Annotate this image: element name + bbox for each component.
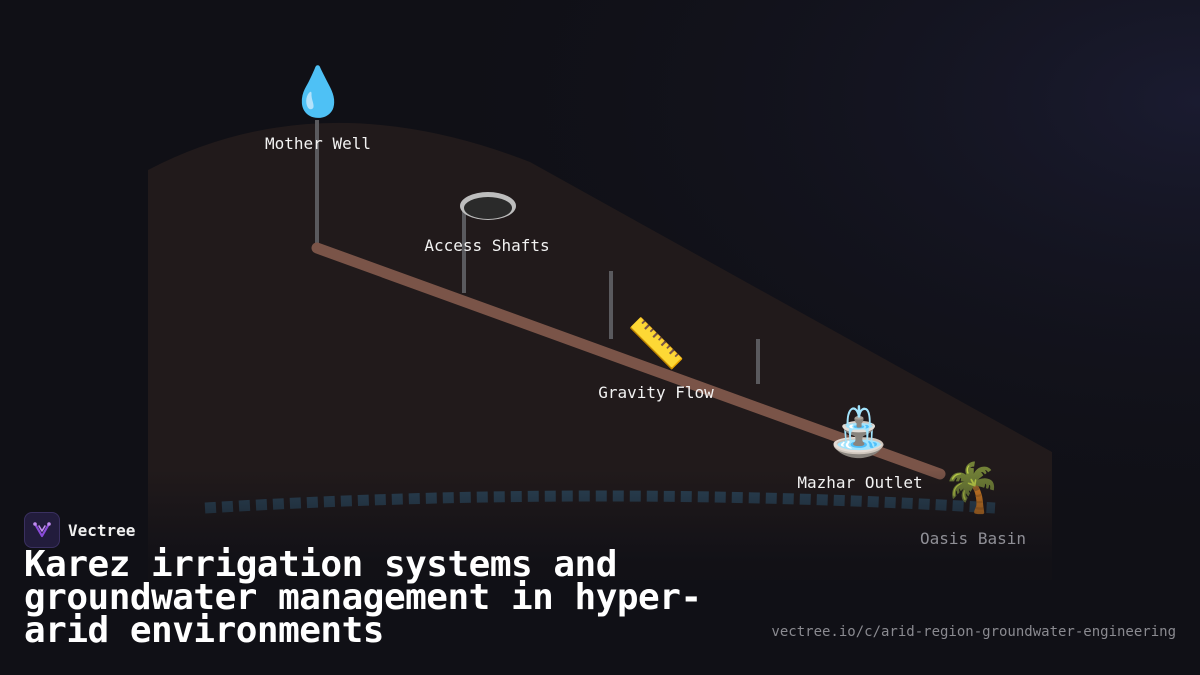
manhole-shaft-icon — [460, 192, 516, 220]
bottom-fade — [0, 470, 1200, 675]
fountain-icon: ⛲ — [829, 404, 889, 460]
stage-label-oasis-basin: Oasis Basin — [920, 529, 1026, 548]
stage-label-gravity-flow: Gravity Flow — [598, 383, 714, 402]
qanat-channel — [311, 242, 946, 480]
brand[interactable]: Vectree — [24, 512, 135, 548]
stage-label-mother-well: Mother Well — [265, 134, 371, 153]
vectree-logo-icon — [24, 512, 60, 548]
brand-name: Vectree — [68, 520, 136, 540]
page-title: Karez irrigation systems and groundwater… — [24, 544, 702, 651]
stage-label-access-shafts: Access Shafts — [424, 236, 550, 255]
water-drop-icon: 💧 — [288, 64, 348, 120]
ruler-icon: 📏 — [626, 316, 686, 372]
stage-label-mazhar-outlet: Mazhar Outlet — [797, 473, 923, 492]
page-url[interactable]: vectree.io/c/arid-region-groundwater-eng… — [771, 624, 1176, 640]
